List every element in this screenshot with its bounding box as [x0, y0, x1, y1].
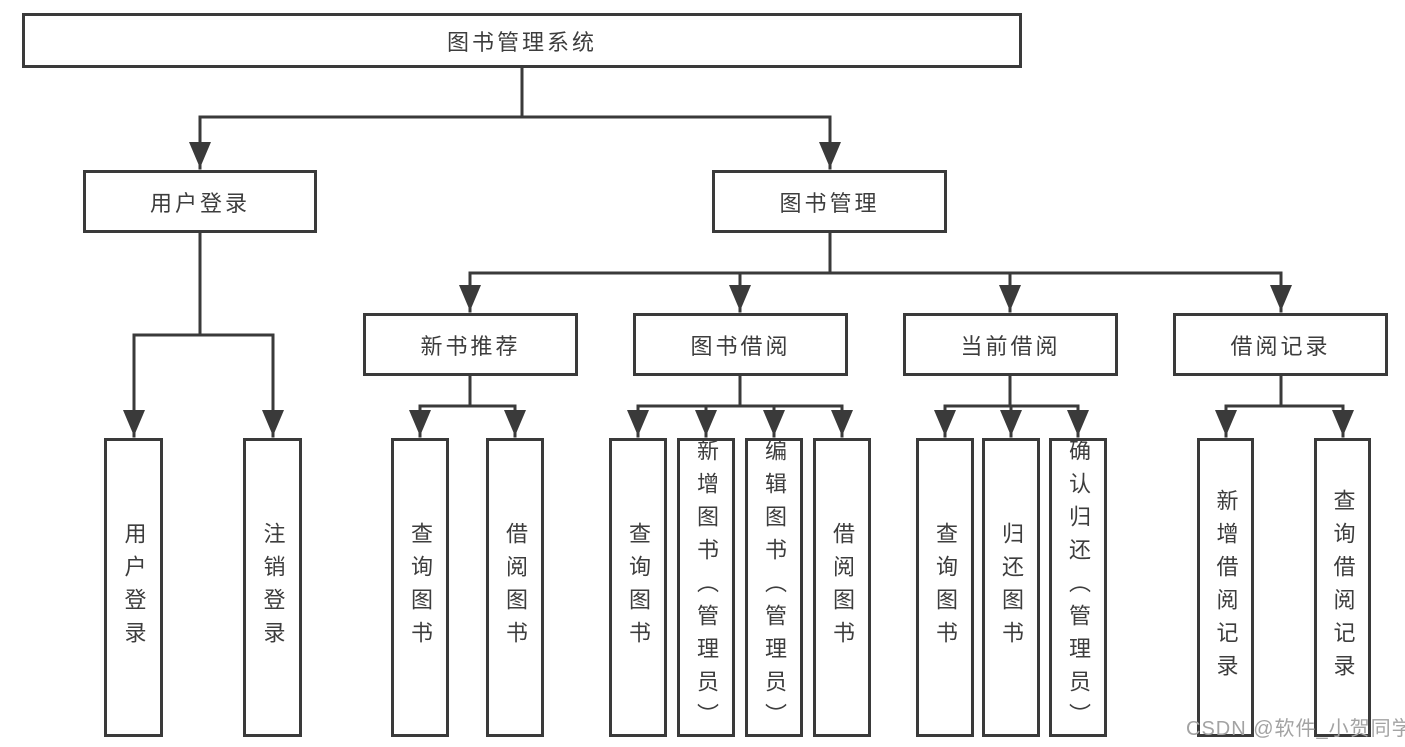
- leaf-borrow-book-recommend: 借阅图书: [486, 438, 544, 737]
- leaf-user-login: 用户登录: [104, 438, 163, 737]
- node-borrow-records: 借阅记录: [1173, 313, 1388, 376]
- leaf-add-borrow-record: 新增借阅记录: [1197, 438, 1254, 737]
- node-label: 编辑图书（管理员）: [762, 439, 787, 736]
- node-label: 新增图书（管理员）: [694, 439, 719, 736]
- node-book-borrow: 图书借阅: [633, 313, 848, 376]
- leaf-query-borrow-record: 查询借阅记录: [1314, 438, 1371, 737]
- node-label: 归还图书: [999, 521, 1024, 654]
- leaf-borrow-book: 借阅图书: [813, 438, 871, 737]
- node-label: 查询图书: [626, 521, 651, 654]
- node-label: 查询图书: [933, 521, 958, 654]
- leaf-confirm-return-admin: 确认归还（管理员）: [1049, 438, 1107, 737]
- leaf-query-book-recommend: 查询图书: [391, 438, 449, 737]
- node-label: 图书管理: [779, 190, 880, 216]
- leaf-query-book-current: 查询图书: [916, 438, 974, 737]
- node-label: 用户登录: [149, 190, 250, 216]
- node-label: 新增借阅记录: [1213, 488, 1239, 687]
- node-label: 查询图书: [408, 521, 433, 654]
- node-new-book-recommend: 新书推荐: [363, 313, 578, 376]
- node-book-management: 图书管理: [712, 170, 947, 233]
- node-label: 查询借阅记录: [1330, 488, 1356, 687]
- watermark: CSDN @软件_小贺同学: [1186, 718, 1405, 740]
- node-label: 借阅图书: [503, 521, 528, 654]
- leaf-edit-book-admin: 编辑图书（管理员）: [745, 438, 803, 737]
- node-label: 当前借阅: [960, 333, 1061, 359]
- node-label: 确认归还（管理员）: [1066, 439, 1091, 736]
- node-label: 借阅记录: [1230, 333, 1331, 359]
- leaf-query-book-borrow: 查询图书: [609, 438, 667, 737]
- node-root: 图书管理系统: [22, 13, 1022, 68]
- node-current-borrow: 当前借阅: [903, 313, 1118, 376]
- node-label: 图书管理系统: [446, 29, 597, 55]
- node-label: 借阅图书: [830, 521, 855, 654]
- node-label: 用户登录: [121, 521, 147, 654]
- leaf-return-book: 归还图书: [982, 438, 1040, 737]
- node-label: 图书借阅: [690, 333, 791, 359]
- node-label: 新书推荐: [420, 333, 521, 359]
- leaf-logout: 注销登录: [243, 438, 302, 737]
- node-user-login: 用户登录: [83, 170, 317, 233]
- node-label: 注销登录: [260, 521, 286, 654]
- leaf-add-book-admin: 新增图书（管理员）: [677, 438, 735, 737]
